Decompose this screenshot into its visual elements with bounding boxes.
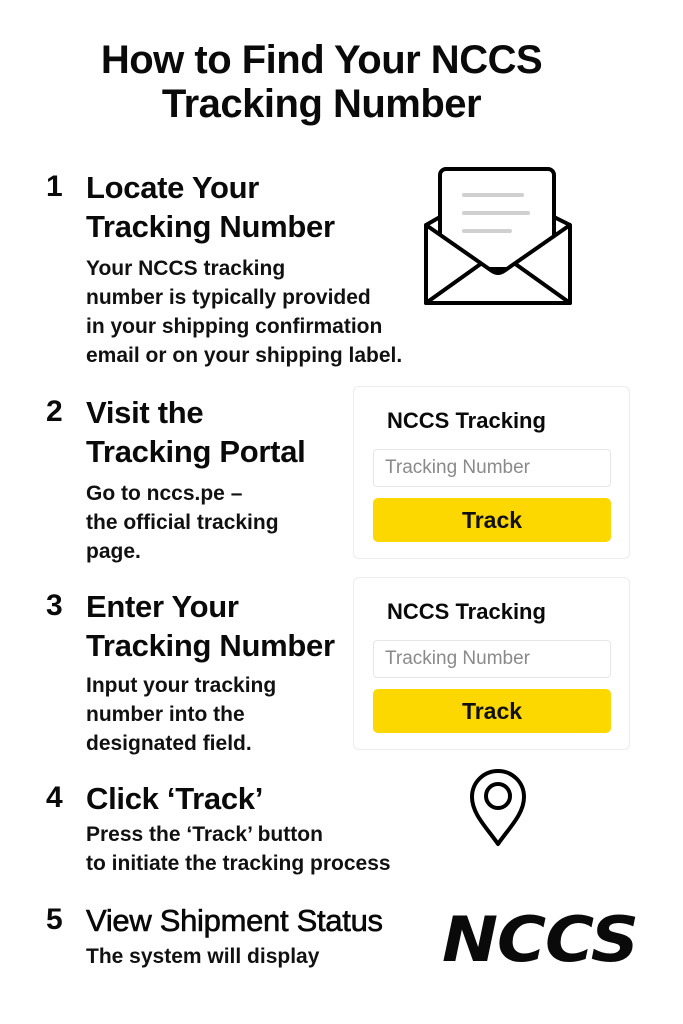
page-title: How to Find Your NCCS Tracking Number	[0, 38, 643, 126]
step-description: Your NCCS tracking number is typically p…	[86, 254, 402, 370]
step-heading-line: Enter Your	[86, 589, 239, 624]
step-heading: View Shipment Status	[86, 901, 384, 940]
step-number: 5	[46, 903, 63, 936]
tracking-number-input[interactable]	[373, 640, 611, 678]
step-heading-line: Visit the	[86, 395, 204, 430]
step-description: The system will display	[86, 942, 319, 971]
step-description: Go to nccs.pe – the official tracking pa…	[86, 479, 279, 566]
step-number: 4	[46, 781, 63, 814]
step-heading: Visit the Tracking Portal	[86, 393, 306, 471]
tracking-widget-enter: NCCS Tracking Track	[353, 577, 630, 750]
page-title-line-2: Tracking Number	[161, 82, 482, 126]
description-line: designated field.	[86, 732, 252, 755]
description-line: the official tracking	[86, 511, 279, 534]
tracking-number-input[interactable]	[373, 449, 611, 487]
step-number: 3	[46, 589, 63, 622]
step-number: 1	[46, 170, 63, 203]
description-line: Input your tracking	[86, 674, 277, 697]
step-number: 2	[46, 395, 63, 428]
step-heading-line: Tracking Number	[86, 628, 335, 663]
step-heading-line: Tracking Portal	[86, 434, 306, 469]
step-heading-line: Locate Your	[86, 170, 259, 205]
page-title-line-1: How to Find Your NCCS	[100, 38, 543, 82]
step-heading-line: View Shipment Status	[86, 903, 384, 939]
description-line: number into the	[86, 703, 245, 726]
widget-title: NCCS Tracking	[387, 599, 546, 624]
description-line: Press the ‘Track’ button	[86, 823, 323, 846]
map-pin-icon	[470, 769, 526, 846]
step-heading-line: Tracking Number	[86, 209, 335, 244]
widget-title: NCCS Tracking	[387, 408, 546, 433]
envelope-open-letter-icon	[424, 167, 572, 305]
track-button[interactable]: Track	[373, 689, 611, 733]
description-line: number is typically provided	[86, 286, 371, 309]
step-heading: Enter Your Tracking Number	[86, 587, 335, 665]
description-line: The system will display	[86, 945, 320, 968]
step-heading-line: Click ‘Track’	[86, 781, 264, 816]
description-line: page.	[86, 540, 141, 563]
description-line: email or on your shipping label.	[86, 344, 403, 367]
step-heading: Locate Your Tracking Number	[86, 168, 335, 246]
tracking-widget-portal: NCCS Tracking Track	[353, 386, 630, 559]
step-description: Press the ‘Track’ button to initiate the…	[86, 820, 391, 878]
step-heading: Click ‘Track’	[86, 779, 263, 818]
description-line: Your NCCS tracking	[86, 257, 286, 280]
description-line: in your shipping confirmation	[86, 315, 383, 338]
description-line: Go to nccs.pe –	[86, 482, 243, 505]
track-button[interactable]: Track	[373, 498, 611, 542]
nccs-logo: NCCS	[442, 903, 639, 976]
step-description: Input your tracking number into the desi…	[86, 671, 276, 758]
description-line: to initiate the tracking process	[86, 852, 391, 875]
